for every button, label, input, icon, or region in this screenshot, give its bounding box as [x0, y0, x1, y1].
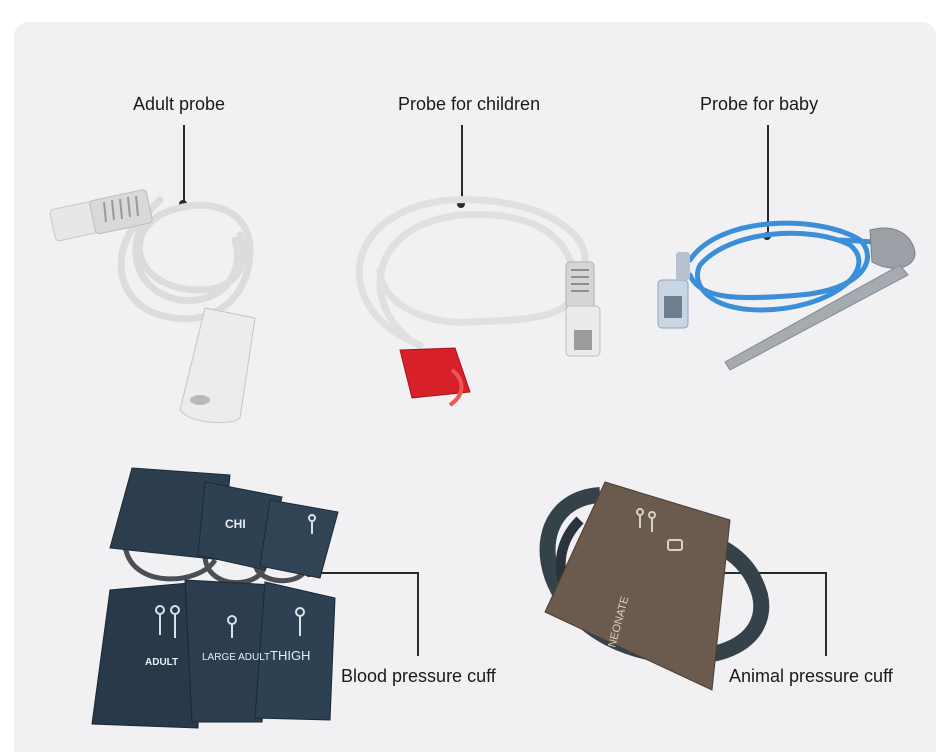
baby-probe-pointer-line — [767, 125, 769, 236]
content-panel — [14, 22, 936, 752]
bp-cuff-pointer-vline — [417, 572, 419, 656]
baby-probe-label: Probe for baby — [700, 94, 819, 114]
animal-cuff-pointer-hline — [717, 572, 827, 574]
adult-probe-pointer-dot — [179, 200, 187, 208]
animal-cuff-pointer-vline — [825, 572, 827, 656]
baby-probe-pointer-dot — [763, 232, 771, 240]
adult-probe-pointer-line — [183, 125, 185, 204]
adult-probe-label: Adult probe — [133, 94, 226, 114]
child-probe-pointer-dot — [457, 200, 465, 208]
child-probe-pointer-line — [461, 125, 463, 204]
bp-cuff-pointer-hline — [309, 572, 419, 574]
bp-cuff-label: Blood pressure cuff — [341, 666, 496, 686]
animal-cuff-label: Animal pressure cuff — [729, 666, 893, 686]
child-probe-label: Probe for children — [398, 94, 541, 114]
